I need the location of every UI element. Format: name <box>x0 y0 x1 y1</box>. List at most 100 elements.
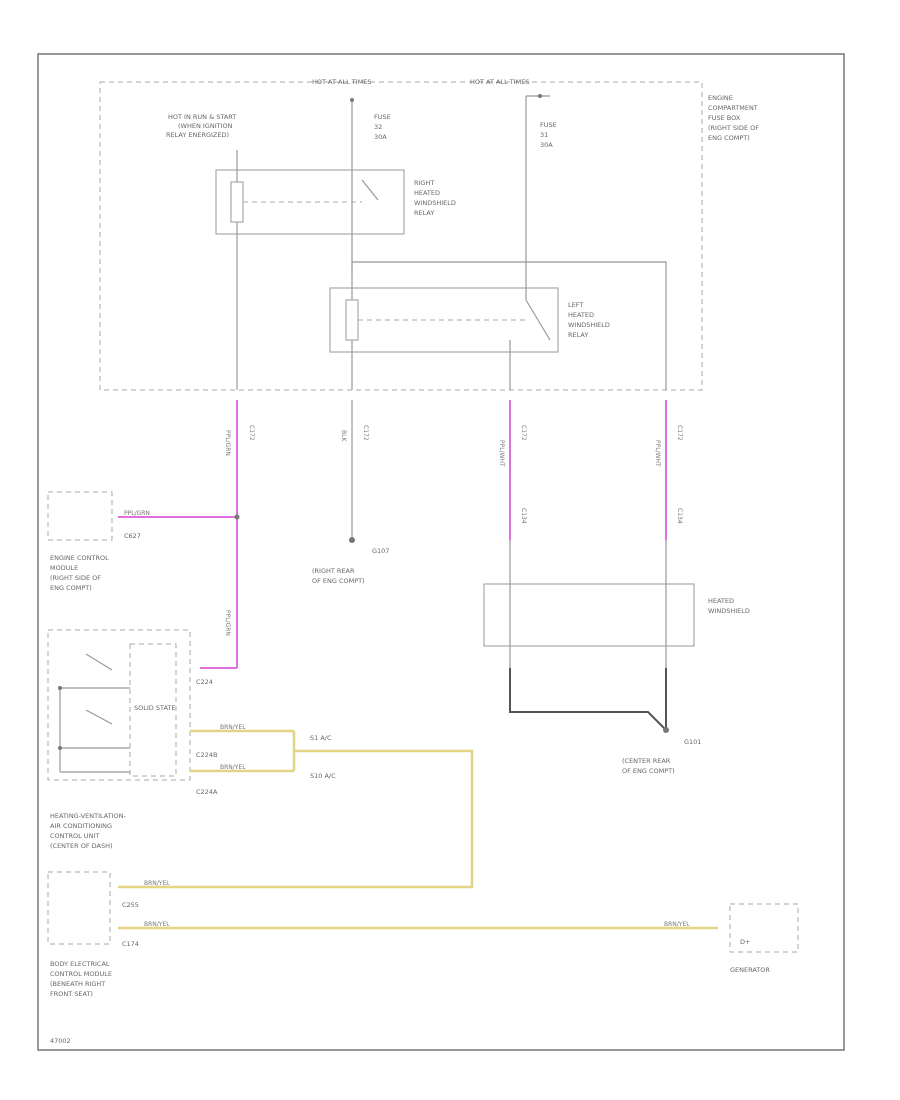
right-relay-switch <box>361 179 379 201</box>
engine-fuse-line-1: ENGINE <box>708 94 733 102</box>
fuse32-top-node <box>350 98 354 102</box>
g107-loc-line-2: OF ENG COMPT) <box>312 577 365 585</box>
fuse-right-line-3: 30A <box>540 141 553 149</box>
splice-1-label: S1 A/C <box>310 734 332 742</box>
bec-line-1: BODY ELECTRICAL <box>50 960 110 968</box>
wire-pplwht-label-b: PPL/WHT <box>654 440 661 467</box>
hvac-wire-2-label: BRN/YEL <box>220 764 246 771</box>
bec-wire-1-label: BRN/YEL <box>144 880 170 887</box>
engine-fuse-line-5: ENG COMPT) <box>708 134 750 142</box>
hvac-conn-2: C224B <box>196 751 217 759</box>
relay-hot-line-2: (WHEN IGNITION <box>178 122 233 130</box>
hvac-switch-1 <box>85 653 113 671</box>
fuse-left-line-3: 30A <box>374 133 387 141</box>
yellow-return-wire <box>118 749 474 889</box>
right-relay-line-3: WINDSHIELD <box>414 199 456 207</box>
relay-bus-wire <box>352 261 667 390</box>
generator-box <box>729 903 799 953</box>
right-relay-coil <box>230 181 244 223</box>
ecm-line-1: ENGINE CONTROL <box>50 554 109 562</box>
ecm-wire-label: PPL/GRN <box>124 510 150 517</box>
hvac-conn-3: C224A <box>196 788 218 796</box>
left-relay-switch <box>525 299 551 341</box>
wire-pplwht-label-a: PPL/WHT <box>498 440 505 467</box>
right-relay-box <box>215 169 405 235</box>
left-relay-box <box>329 287 559 353</box>
hot-label-right: HOT AT ALL TIMES <box>470 78 530 86</box>
hvac-conn-1: C224 <box>196 678 213 686</box>
hot-label-left: HOT AT ALL TIMES <box>312 78 372 86</box>
wire-blk-label: BLK <box>340 430 347 442</box>
g101-loc-line-1: (CENTER REAR <box>622 757 671 765</box>
heated-ws-line-2: WINDSHIELD <box>708 607 750 615</box>
wire-c172-d: C172 <box>676 425 683 441</box>
left-relay-line-1: LEFT <box>568 301 583 309</box>
wire-c172-c: C172 <box>520 425 527 441</box>
left-relay-coil <box>345 299 359 341</box>
wire-c134-a: C134 <box>520 508 527 524</box>
relay-hot-line-1: HOT IN RUN & START <box>168 113 236 121</box>
relay-hot-line-3: RELAY ENERGIZED) <box>166 131 229 139</box>
wire-pplgrn-label-b: PPL/GRN <box>224 610 231 636</box>
ecm-box <box>47 491 113 541</box>
g101-ground <box>663 727 669 733</box>
left-relay-line-3: WINDSHIELD <box>568 321 610 329</box>
bec-conn-1: C255 <box>122 901 139 909</box>
bec-line-2: CONTROL MODULE <box>50 970 112 978</box>
ecm-line-4: ENG COMPT) <box>50 584 92 592</box>
hvac-line-1: HEATING-VENTILATION- <box>50 812 127 820</box>
outer-frame <box>37 53 845 1051</box>
heated-windshield-box <box>483 583 695 647</box>
wire-pplgrn-label-a: PPL/GRN <box>224 430 231 456</box>
engine-fuse-line-2: COMPARTMENT <box>708 104 758 112</box>
ecm-line-2: MODULE <box>50 564 78 572</box>
hvac-line-2: AIR CONDITIONING <box>50 822 112 830</box>
engine-fuse-line-4: (RIGHT SIDE OF <box>708 124 759 132</box>
left-relay-line-4: RELAY <box>568 331 588 339</box>
hvac-solid-state <box>129 643 177 777</box>
bec-wire-2-label: BRN/YEL <box>144 921 170 928</box>
g107-label: G107 <box>372 547 389 555</box>
right-relay-line-1: RIGHT <box>414 179 434 187</box>
ecm-conn-label: C627 <box>124 532 141 540</box>
g101-label: G101 <box>684 738 701 746</box>
fuse-box-boundary <box>99 81 703 391</box>
g101-loc-line-2: OF ENG COMPT) <box>622 767 675 775</box>
bec-line-4: FRONT SEAT) <box>50 990 93 998</box>
hvac-wire-1-label: BRN/YEL <box>220 724 246 731</box>
ws-ground-wire <box>509 668 667 731</box>
g107-loc-line-1: (RIGHT REAR <box>312 567 355 575</box>
right-relay-line-4: RELAY <box>414 209 434 217</box>
fuse31-top-node <box>538 94 542 98</box>
hvac-box <box>47 629 191 781</box>
engine-fuse-line-3: FUSE BOX <box>708 114 741 122</box>
fuse-right-line-2: 31 <box>540 131 548 139</box>
bec-line-3: (BENEATH RIGHT <box>50 980 105 988</box>
generator-label: GENERATOR <box>730 966 770 974</box>
wire-c172-a: C172 <box>248 425 255 441</box>
g107-ground <box>349 537 355 543</box>
heated-ws-line-1: HEATED <box>708 597 734 605</box>
ecm-splice-node <box>234 514 240 520</box>
hvac-line-3: CONTROL UNIT <box>50 832 99 840</box>
gen-wire-label: BRN/YEL <box>664 921 690 928</box>
fuse-left-line-1: FUSE <box>374 113 391 121</box>
wire-c172-b: C172 <box>362 425 369 441</box>
ecm-line-3: (RIGHT SIDE OF <box>50 574 101 582</box>
right-relay-line-2: HEATED <box>414 189 440 197</box>
fuse-right-line-1: FUSE <box>540 121 557 129</box>
splice-2-label: S10 A/C <box>310 772 336 780</box>
left-relay-line-2: HEATED <box>568 311 594 319</box>
hvac-node-1 <box>58 686 62 690</box>
hvac-switch-2 <box>85 709 113 725</box>
footer-code: 47002 <box>50 1037 71 1045</box>
hvac-internal-label: SOLID STATE <box>134 704 175 712</box>
fuse-left-line-2: 32 <box>374 123 382 131</box>
wire-c134-b: C134 <box>676 508 683 524</box>
hvac-node-2 <box>58 746 62 750</box>
gen-terminal: D+ <box>740 938 750 946</box>
bec-conn-2: C174 <box>122 940 139 948</box>
bec-box <box>47 871 111 945</box>
hvac-line-4: (CENTER OF DASH) <box>50 842 113 850</box>
